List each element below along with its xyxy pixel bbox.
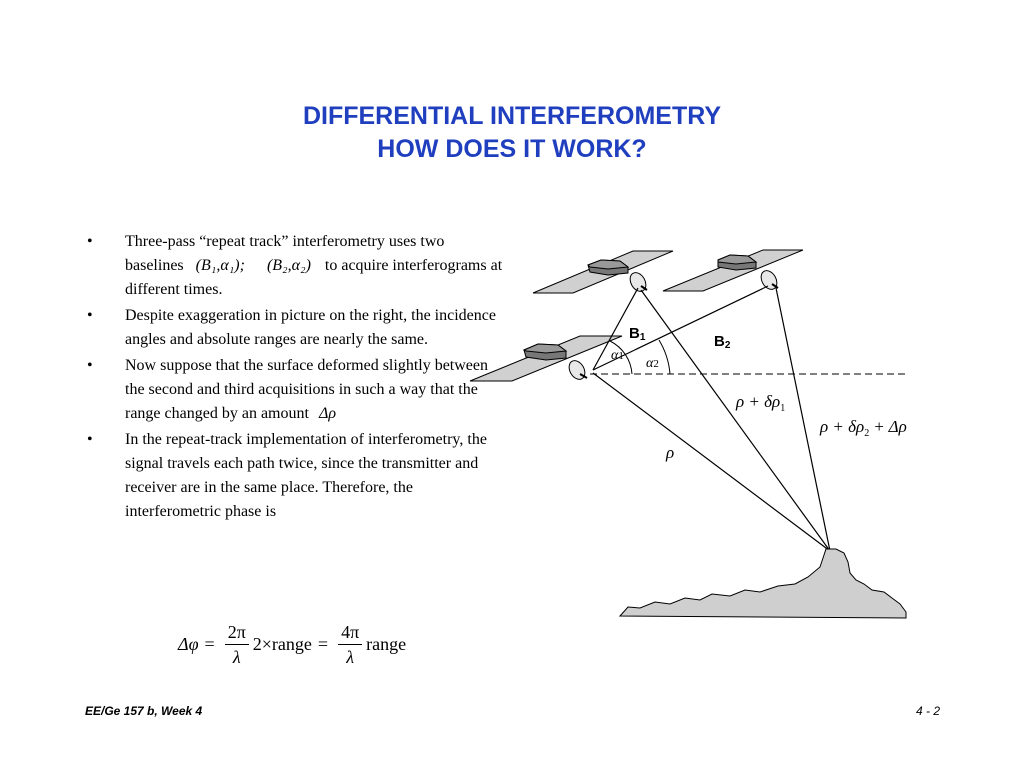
eq-lhs: Δφ [178,633,199,654]
bullet-list: • Three-pass “repeat track” interferomet… [85,230,505,526]
eq-middle-term: 2×range [252,633,312,654]
baseline-b2 [592,285,769,371]
title-line-2: HOW DOES IT WORK? [377,135,647,163]
terrain-mountain [618,548,907,619]
antenna-icon [568,360,588,380]
bullet-item: • Three-pass “repeat track” interferomet… [85,230,505,302]
bullet-item: • Now suppose that the surface deformed … [85,354,505,426]
bullet-dot: • [87,357,93,374]
eq-equals-1: = [204,633,215,654]
phase-equation: Δφ = 2π λ 2×range = 4π λ range [178,614,406,674]
slide-title: DIFFERENTIAL INTERFEROMETRY HOW DOES IT … [0,100,1024,166]
bullet-1-pre: Three-pass “repeat track” interferometry… [125,233,445,274]
bullet-dot: • [87,431,93,448]
label-range-1: ρ + δρ1 [735,392,785,414]
bullet-dot: • [87,233,93,250]
range-line-rho [592,372,831,552]
angle-arc-alpha2 [658,339,671,375]
range-line-rho-1 [640,289,831,552]
bullet-3-pre: Now suppose that the surface deformed sl… [125,357,489,422]
eq-fraction-2-numerator: 4π [338,621,363,645]
angle-arc-alpha1 [609,340,633,375]
baseline-b1 [592,287,639,371]
eq-fraction-2-denominator: λ [346,646,354,667]
satellite-body-2 [717,254,758,271]
satellite-body-3 [522,343,568,361]
range-line-rho-2 [775,287,831,552]
eq-fraction-2: 4π λ [338,621,363,668]
eq-equals-2: = [317,633,329,654]
bullet-1-post: to acquire interferograms at different t… [125,257,503,298]
label-alpha2: α2 [646,356,659,371]
eq-fraction-1: 2π λ [224,621,249,668]
eq-rhs: range [366,633,407,654]
eq-fraction-1-numerator: 2π [224,621,249,645]
bullet-dot: • [87,307,93,324]
baseline-2: (B₂,α₂) [266,257,311,274]
bullet-4-text: In the repeat-track implementation of in… [125,431,487,520]
interferometry-diagram: B1 B2 α1 α2 ρ ρ + δρ1 ρ + δρ2+ Δρ [469,249,907,619]
label-b2: B2 [714,333,731,351]
title-line-1: DIFFERENTIAL INTERFEROMETRY [302,102,722,130]
satellite-body-1 [587,259,630,276]
bullet-item: • Despite exaggeration in picture on the… [85,304,505,352]
delta-rho-symbol: Δρ [318,405,337,422]
antenna-icon [760,270,779,290]
footer-page-number: 4 - 2 [915,704,940,718]
baseline-1: (B₁,α₁); [195,257,245,274]
label-rho: ρ [665,443,674,462]
label-range-2: ρ + δρ2+ Δρ [819,417,907,439]
label-alpha1: α1 [611,348,624,363]
footer-course: EE/Ge 157 b, Week 4 [85,704,203,718]
antenna-icon [629,272,648,292]
bullet-2-text: Despite exaggeration in picture on the r… [125,307,496,348]
eq-fraction-1-denominator: λ [232,646,241,667]
label-b1: B1 [629,325,646,343]
bullet-item: • In the repeat-track implementation of … [85,428,505,524]
